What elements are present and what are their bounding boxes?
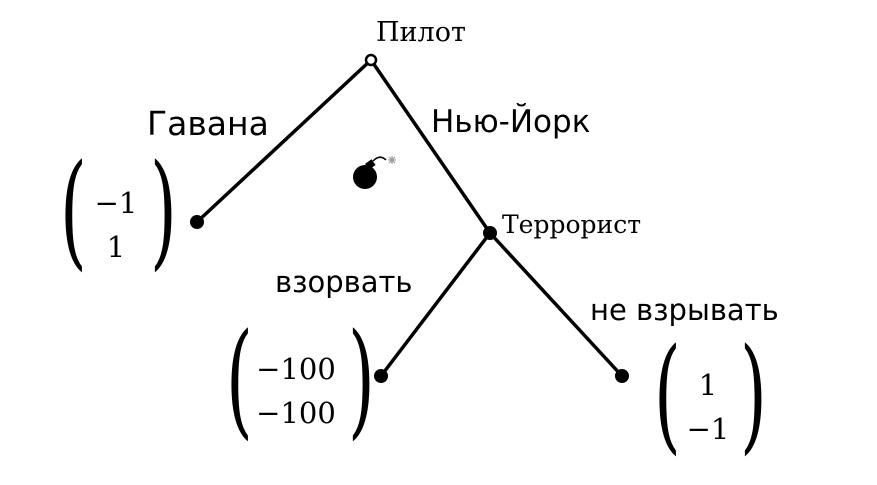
- root-node: [364, 53, 378, 67]
- payoff-havana-terrorist: 1: [107, 230, 125, 264]
- payoff-blow-up-paren-right: ): [348, 306, 375, 452]
- edge-not-blow-up: [488, 231, 624, 378]
- payoff-blow-up: ( ) −100 −100: [226, 306, 375, 452]
- edge-new-york: [369, 58, 492, 235]
- payoff-blow-up-terrorist: −100: [256, 396, 336, 430]
- payoff-blow-up-pilot: −100: [256, 352, 336, 386]
- branch-label-havana: Гавана: [147, 104, 269, 143]
- payoff-havana-paren-left: (: [60, 137, 87, 283]
- terrorist-node: [483, 226, 497, 240]
- edge-blow-up: [379, 231, 492, 378]
- payoff-havana: ( ) −1 1: [60, 137, 177, 283]
- branch-label-blow-up: взорвать: [275, 265, 413, 299]
- payoff-not-blow-up-paren-right: ): [740, 321, 767, 467]
- payoff-blow-up-paren-left: (: [226, 306, 253, 452]
- leaf-havana: [190, 215, 204, 229]
- terrorist-label: Террорист: [502, 210, 641, 239]
- branch-label-new-york: Нью-Йорк: [431, 104, 590, 140]
- leaf-blow-up: [374, 369, 388, 383]
- payoff-not-blow-up-terrorist: −1: [687, 412, 730, 446]
- payoff-havana-pilot: −1: [95, 186, 138, 220]
- edge-havana: [195, 58, 373, 224]
- bomb-icon: [353, 156, 396, 189]
- payoff-not-blow-up-paren-left: (: [654, 321, 681, 467]
- pilot-label: Пилот: [376, 17, 466, 48]
- branch-label-not-blow-up: не взрывать: [590, 293, 779, 327]
- payoff-havana-paren-right: ): [150, 137, 177, 283]
- payoff-not-blow-up-pilot: 1: [699, 368, 717, 402]
- payoff-not-blow-up: ( ) 1 −1: [654, 321, 767, 467]
- leaf-not-blow-up: [615, 369, 629, 383]
